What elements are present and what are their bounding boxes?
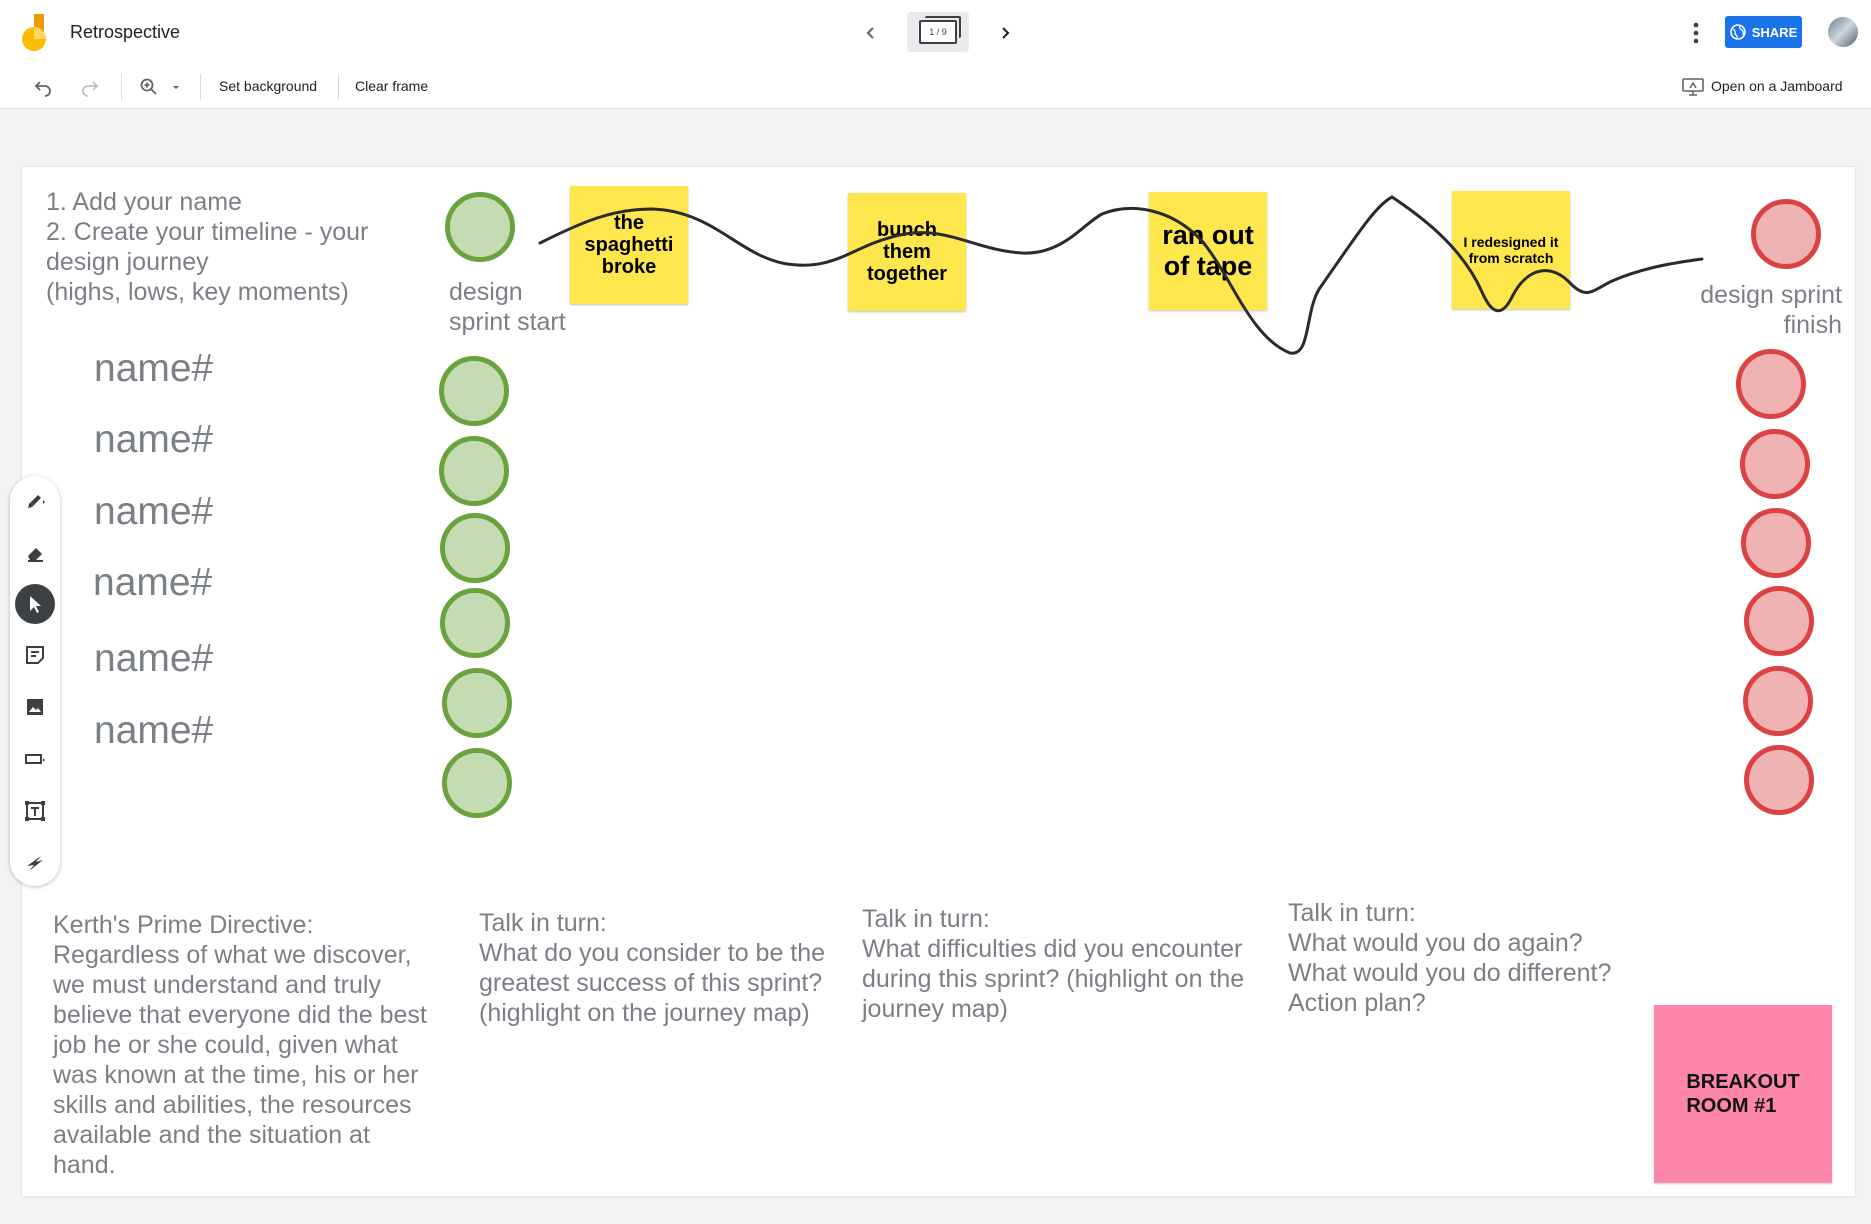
tool-palette — [10, 476, 60, 886]
top-bar: Retrospective 1 / 9 SHARE — [0, 0, 1871, 65]
name-placeholder[interactable]: name# — [94, 418, 214, 461]
eraser-tool-button[interactable] — [20, 538, 50, 568]
toolbar-divider — [200, 74, 201, 100]
chevron-right-icon — [1002, 27, 1010, 39]
sticky-note-tool-button[interactable] — [20, 640, 50, 670]
eraser-icon — [28, 548, 43, 562]
sticky-note-text: I redesigned it from scratch — [1463, 234, 1559, 266]
redo-icon — [82, 81, 99, 97]
name-placeholder[interactable]: name# — [94, 709, 214, 752]
zoom-button[interactable] — [136, 74, 162, 100]
toolbar-divider — [338, 74, 339, 100]
finish-circle[interactable] — [1743, 666, 1813, 736]
jamboard-logo-icon — [22, 14, 46, 51]
name-placeholder[interactable]: name# — [94, 490, 214, 533]
breakout-room-label: BREAKOUT ROOM #1 — [1686, 1071, 1800, 1117]
start-circle[interactable] — [440, 513, 510, 583]
open-on-jamboard-button[interactable]: Open on a Jamboard — [1711, 78, 1843, 94]
sticky-note[interactable]: bunch them together — [848, 193, 966, 311]
name-placeholder[interactable]: name# — [94, 637, 214, 680]
chevron-left-icon — [866, 27, 874, 39]
sticky-note[interactable]: I redesigned it from scratch — [1452, 191, 1570, 309]
laser-tool-button[interactable] — [20, 848, 50, 878]
sticky-note-text: ran out of tape — [1162, 220, 1254, 281]
toolbar-divider — [121, 74, 122, 100]
undo-button[interactable] — [30, 74, 56, 100]
sticky-note[interactable]: ran out of tape — [1149, 192, 1267, 310]
board-title[interactable]: Retrospective — [70, 22, 181, 42]
image-tool-button[interactable] — [20, 692, 50, 722]
finish-label[interactable]: design sprint finish — [1700, 281, 1842, 339]
display-icon — [1682, 78, 1704, 96]
finish-circle[interactable] — [1744, 745, 1814, 815]
clear-frame-button[interactable]: Clear frame — [355, 78, 429, 94]
text-box-tool-button[interactable] — [20, 796, 50, 826]
start-circle[interactable] — [439, 356, 509, 426]
start-label[interactable]: design sprint start — [449, 278, 566, 336]
finish-circle[interactable] — [1736, 349, 1806, 419]
share-button[interactable]: SHARE — [1725, 16, 1802, 48]
toolbar: Set background Clear frame Open on a Jam… — [0, 64, 1871, 109]
sticky-note-text: the spaghetti broke — [584, 212, 674, 278]
set-background-button[interactable]: Set background — [219, 78, 318, 94]
laser-icon — [27, 856, 43, 871]
prime-directive-text[interactable]: Kerth's Prime Directive: Regardless of w… — [53, 911, 427, 1179]
instructions-text[interactable]: 1. Add your name 2. Create your timeline… — [46, 188, 369, 306]
redo-button[interactable] — [77, 74, 103, 100]
caret-down-icon — [173, 86, 179, 89]
breakout-room-sticky[interactable]: BREAKOUT ROOM #1 — [1654, 1005, 1832, 1183]
globe-icon — [1729, 24, 1746, 40]
sticky-note-icon — [26, 646, 44, 664]
start-circle[interactable] — [440, 588, 510, 658]
start-circle[interactable] — [439, 436, 509, 506]
prompt-success-text[interactable]: Talk in turn: What do you consider to be… — [479, 909, 826, 1027]
name-placeholder[interactable]: name# — [94, 347, 214, 390]
sticky-note-text: bunch them together — [867, 219, 947, 285]
prompt-next-text[interactable]: Talk in turn: What would you do again? W… — [1288, 899, 1612, 1017]
share-label: SHARE — [1751, 24, 1798, 40]
sticky-note[interactable]: the spaghetti broke — [570, 186, 688, 304]
pen-icon — [28, 495, 45, 508]
select-tool-button[interactable] — [15, 584, 55, 624]
next-frame-button[interactable] — [990, 18, 1020, 48]
finish-circle[interactable] — [1740, 429, 1810, 499]
image-icon — [27, 699, 43, 715]
prompt-difficulties-text[interactable]: Talk in turn: What difficulties did you … — [862, 905, 1245, 1023]
jam-frame[interactable]: 1. Add your name 2. Create your timeline… — [22, 167, 1855, 1196]
zoom-dropdown-button[interactable] — [168, 74, 184, 100]
finish-circle[interactable] — [1751, 199, 1821, 269]
shape-icon — [25, 754, 45, 764]
previous-frame-button[interactable] — [856, 18, 886, 48]
finish-circle[interactable] — [1744, 586, 1814, 656]
start-circle[interactable] — [442, 668, 512, 738]
finish-circle[interactable] — [1741, 508, 1811, 578]
start-circle[interactable] — [445, 192, 515, 262]
pen-tool-button[interactable] — [20, 486, 50, 516]
shape-tool-button[interactable] — [20, 744, 50, 774]
avatar[interactable] — [1828, 17, 1858, 47]
name-placeholder[interactable]: name# — [93, 561, 213, 604]
frame-indicator: 1 / 9 — [919, 16, 961, 44]
text-box-icon — [25, 801, 45, 821]
select-icon — [30, 596, 41, 613]
open-jamboard-icon-button[interactable] — [1680, 74, 1706, 100]
frame-bar-button[interactable]: 1 / 9 — [907, 12, 969, 52]
undo-icon — [34, 81, 51, 97]
zoom-in-icon — [140, 78, 157, 95]
more-options-icon[interactable] — [1686, 20, 1706, 46]
start-circle[interactable] — [442, 748, 512, 818]
